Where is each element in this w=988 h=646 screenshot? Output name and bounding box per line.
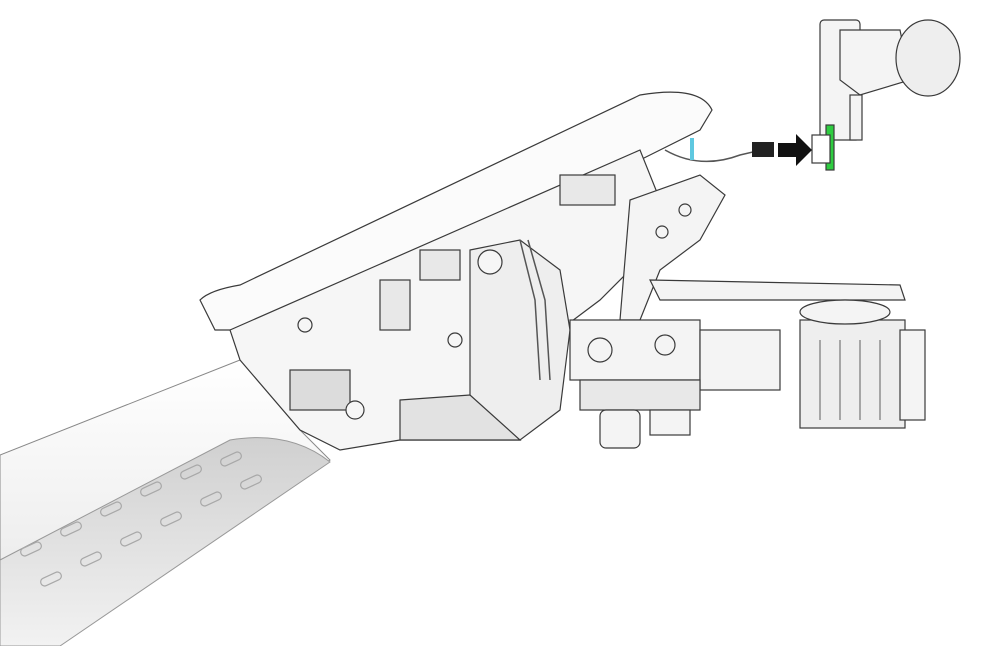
arrow-right-icon	[778, 134, 812, 166]
cable-harness	[519, 147, 771, 381]
main-housing	[199, 91, 713, 451]
light-pipe	[690, 138, 694, 160]
rubber-grip	[0, 437, 331, 646]
bracket-mechanism	[569, 174, 926, 449]
cable-connector	[752, 142, 774, 157]
detached-module	[811, 19, 961, 171]
grip-texture	[20, 451, 262, 587]
handle-arm	[0, 359, 331, 646]
